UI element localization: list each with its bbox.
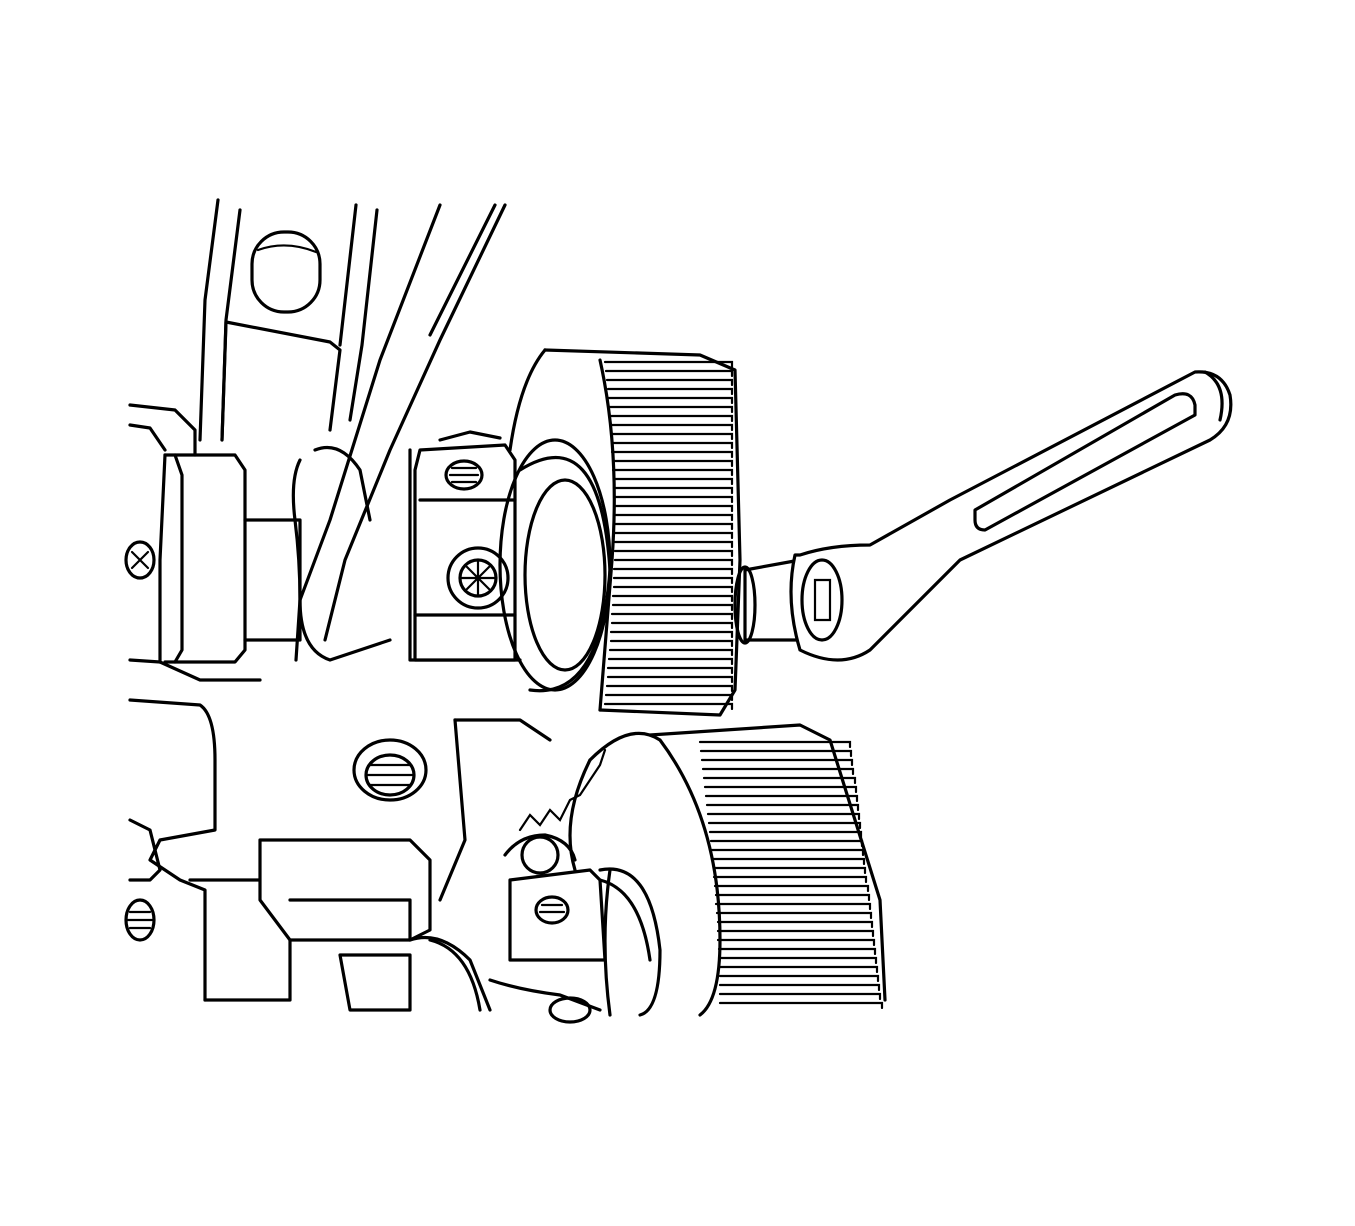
sprocket-tooth	[717, 956, 878, 965]
sprocket-tooth	[604, 369, 734, 378]
sprocket-tooth	[609, 639, 734, 648]
sprocket-tooth	[709, 839, 864, 848]
sprocket-tooth	[700, 758, 854, 767]
sprocket-tooth	[703, 785, 858, 794]
cap-bolt	[446, 546, 510, 610]
sprocket-tooth	[712, 866, 867, 875]
oval-pad	[250, 230, 322, 314]
sprocket-tooth	[612, 567, 734, 576]
sprocket-tooth	[716, 938, 876, 947]
sprocket-tooth	[717, 965, 879, 974]
sprocket-tooth	[710, 848, 865, 857]
sprocket-tooth	[708, 830, 863, 839]
sprocket-tooth	[610, 621, 734, 630]
sprocket-tooth	[609, 423, 734, 432]
sprocket-tooth	[613, 558, 734, 567]
sprocket-tooth	[707, 821, 862, 830]
engine-block-upper	[128, 198, 507, 662]
sprocket-tooth	[717, 947, 877, 956]
cap-bolt-lower	[520, 835, 560, 875]
sprocket-tooth	[608, 648, 734, 657]
ratchet-wrench	[733, 370, 1233, 662]
sprocket-tooth	[607, 657, 734, 666]
sprocket-tooth	[705, 803, 860, 812]
sprocket-tooth	[612, 585, 734, 594]
sprocket-tooth	[611, 603, 734, 612]
sprocket-tooth	[609, 432, 734, 441]
sprocket-tooth	[713, 884, 870, 893]
sprocket-tooth	[716, 920, 874, 929]
sprocket-tooth	[609, 630, 734, 639]
sprocket-tooth	[714, 893, 871, 902]
sprocket-tooth	[612, 477, 734, 486]
sprocket-tooth	[610, 450, 734, 459]
camshaft-sprocket-lower	[518, 723, 887, 1017]
sprocket-tooth	[603, 702, 734, 711]
cap-bolt-left	[124, 540, 156, 580]
sprocket-tooth	[611, 594, 734, 603]
sprocket-tooth	[718, 974, 880, 983]
sprocket-tooth	[606, 675, 734, 684]
threaded-hole	[352, 738, 428, 802]
sprocket-tooth	[613, 549, 734, 558]
sprocket-tooth	[718, 992, 882, 1001]
sprocket-tooth	[606, 666, 734, 675]
sprocket-tooth	[698, 740, 852, 749]
sprocket-tooth	[699, 749, 853, 758]
sprocket-tooth	[718, 983, 881, 992]
threaded-hole-lower	[534, 895, 570, 925]
sprocket-tooth	[612, 495, 734, 504]
sprocket-tooth	[613, 522, 734, 531]
sprocket-tooth	[718, 1001, 884, 1010]
sprocket-tooth	[605, 684, 734, 693]
camshaft-sprocket-upper	[498, 348, 742, 717]
threaded-hole-cap	[444, 459, 484, 491]
sprocket-tooth	[613, 531, 734, 540]
sprocket-tooth	[612, 576, 734, 585]
sprocket-tooth	[604, 693, 734, 702]
sprocket-tooth	[611, 468, 734, 477]
sprocket-tooth	[613, 540, 734, 549]
sprocket-tooth	[606, 396, 734, 405]
sprocket-tooth	[704, 794, 859, 803]
sprocket-tooth	[610, 612, 734, 621]
sprocket-tooth	[702, 776, 857, 785]
sprocket-tooth	[701, 767, 855, 776]
sprocket-tooth	[613, 513, 734, 522]
sprocket-tooth	[606, 387, 734, 396]
sprocket-tooth	[605, 378, 734, 387]
sprocket-tooth	[716, 929, 875, 938]
sprocket-tooth	[612, 486, 734, 495]
sprocket-tooth	[610, 441, 734, 450]
camshaft-bearing-cap-lower	[488, 833, 607, 1024]
sprocket-tooth	[715, 911, 873, 920]
camshaft-bearing-cap-center	[413, 430, 517, 662]
engine-block-lower	[124, 698, 552, 1012]
sprocket-tooth	[712, 875, 868, 884]
sprocket-tooth	[608, 414, 734, 423]
sprocket-tooth	[611, 459, 734, 468]
sprocket-tooth	[603, 360, 734, 369]
sprocket-tooth	[714, 902, 872, 911]
sprocket-tooth	[613, 504, 734, 513]
sprocket-tooth	[711, 857, 866, 866]
sprocket-tooth	[706, 812, 861, 821]
sprocket-tooth	[607, 405, 734, 414]
camshaft-bearing-cap-left	[124, 453, 302, 682]
